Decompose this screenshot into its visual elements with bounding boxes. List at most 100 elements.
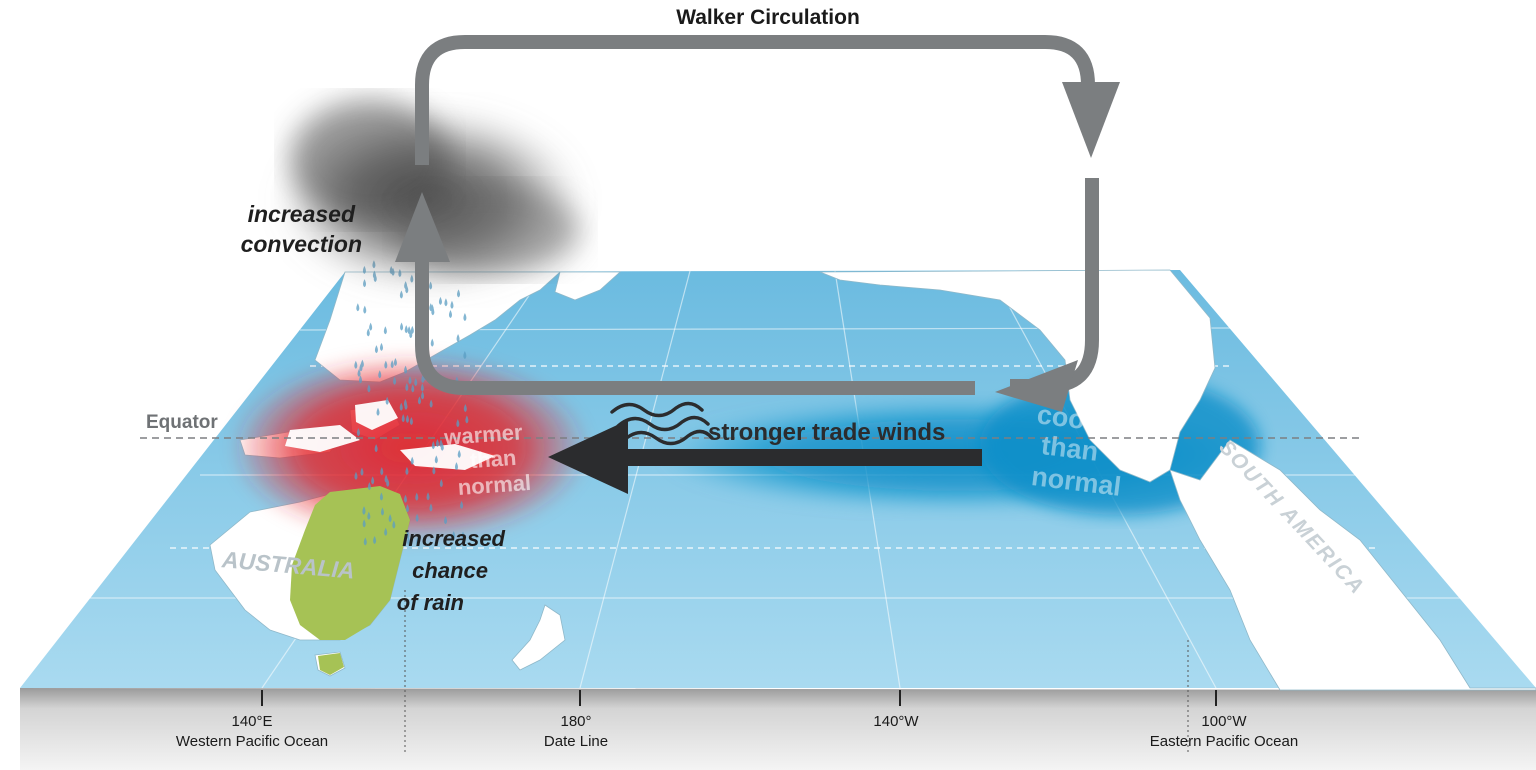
rain-drop bbox=[356, 303, 360, 312]
rain-drop bbox=[421, 391, 425, 400]
western-pacific-label: Western Pacific Ocean bbox=[176, 733, 328, 750]
rain-drop bbox=[390, 360, 394, 369]
longitude-axis: 140°E Western Pacific Ocean 180° Date Li… bbox=[176, 713, 1298, 750]
rain-drop bbox=[461, 531, 465, 540]
rain-drop bbox=[369, 322, 373, 331]
rain-drop bbox=[409, 417, 413, 426]
rain-drop bbox=[454, 462, 458, 471]
rain-drop bbox=[414, 378, 418, 387]
rain-drop bbox=[452, 531, 456, 540]
rain-drop bbox=[404, 325, 408, 334]
rain-drop bbox=[420, 383, 424, 392]
rain-drop bbox=[465, 415, 469, 424]
rain-drop bbox=[415, 492, 419, 501]
diagram-title: Walker Circulation bbox=[676, 6, 860, 29]
rain-drop bbox=[401, 414, 405, 423]
rain-drop bbox=[439, 439, 443, 448]
axis-ticks bbox=[261, 690, 1217, 706]
rain-drop bbox=[385, 396, 389, 405]
warmer-sea-surface-anomaly bbox=[230, 353, 590, 543]
rain-drop bbox=[378, 370, 382, 379]
rain-drop bbox=[405, 383, 409, 392]
rain-drop bbox=[354, 471, 358, 480]
date-line-label: Date Line bbox=[544, 733, 608, 750]
rain-drop bbox=[457, 289, 461, 298]
rain-drop bbox=[411, 384, 415, 393]
rain-drop bbox=[431, 307, 435, 316]
rain-drop bbox=[359, 363, 363, 372]
rising-arrowhead bbox=[395, 192, 450, 262]
warmer-than-normal-label: warmer than normal bbox=[442, 419, 531, 500]
rain-drop bbox=[367, 384, 371, 393]
rain-drop bbox=[376, 407, 380, 416]
rain-drop bbox=[417, 396, 421, 405]
tick-label-100w: 100°W bbox=[1201, 713, 1247, 730]
rain-drop bbox=[362, 519, 366, 528]
rain-drop bbox=[404, 365, 408, 374]
surface-return-arrowhead bbox=[995, 360, 1078, 412]
svg-text:increased: increased bbox=[402, 526, 505, 551]
rain-drop bbox=[456, 334, 460, 343]
rain-drop bbox=[407, 537, 411, 546]
rain-drop bbox=[407, 326, 411, 335]
trade-wind-arrow bbox=[548, 420, 982, 494]
rain-drop bbox=[444, 298, 448, 307]
rain-drop bbox=[363, 305, 367, 314]
rain-drop bbox=[450, 300, 454, 309]
convection-label: increased convection bbox=[241, 201, 362, 257]
rain-drop bbox=[380, 507, 384, 516]
rain-drop bbox=[393, 376, 397, 385]
rain-drop bbox=[405, 504, 409, 513]
rain-drop bbox=[456, 419, 460, 428]
svg-text:convection: convection bbox=[241, 231, 362, 257]
rain-drop bbox=[358, 375, 362, 384]
rain-drop bbox=[384, 360, 388, 369]
wind-waves-icon bbox=[610, 401, 714, 446]
rain-drop bbox=[384, 527, 388, 536]
rain-drop bbox=[388, 514, 392, 523]
rain-drop bbox=[374, 444, 378, 453]
rain-drop bbox=[367, 511, 371, 520]
rain-drop bbox=[367, 482, 371, 491]
rain-drop bbox=[379, 492, 383, 501]
rain-drop bbox=[448, 309, 452, 318]
rain-drop bbox=[354, 360, 358, 369]
rain-drop bbox=[431, 441, 435, 450]
rain-drop bbox=[403, 494, 407, 503]
svg-text:of rain: of rain bbox=[397, 590, 464, 615]
tick-label-140e: 140°E bbox=[231, 713, 272, 730]
rain-drop bbox=[410, 325, 414, 334]
rain-drop bbox=[371, 476, 375, 485]
eastern-pacific-label: Eastern Pacific Ocean bbox=[1150, 733, 1298, 750]
surface-flow bbox=[415, 255, 975, 395]
svg-text:warmer: warmer bbox=[442, 419, 523, 449]
trade-winds-label: stronger trade winds bbox=[708, 419, 945, 446]
rain-drop bbox=[463, 404, 467, 413]
rain-drop bbox=[366, 328, 370, 337]
rain-drop bbox=[444, 516, 448, 525]
rain-drop bbox=[403, 398, 407, 407]
rain-drop bbox=[410, 456, 414, 465]
svg-text:than: than bbox=[469, 445, 517, 473]
rain-drop bbox=[429, 399, 433, 408]
descending-arrowhead bbox=[1062, 82, 1120, 158]
rain-drop bbox=[408, 376, 412, 385]
rain-drop bbox=[438, 296, 442, 305]
rain-drop bbox=[374, 345, 378, 354]
rain-drop bbox=[362, 506, 366, 515]
rain-drop bbox=[432, 466, 436, 475]
rain-drop bbox=[393, 358, 397, 367]
rain-drop bbox=[429, 503, 433, 512]
rain-drop bbox=[392, 520, 396, 529]
rain-drop bbox=[380, 467, 384, 476]
rain-drop bbox=[429, 303, 433, 312]
rain-drop bbox=[363, 537, 367, 546]
rain-drop bbox=[434, 455, 438, 464]
rain-drop bbox=[379, 342, 383, 351]
rain-drop bbox=[463, 312, 467, 321]
upper-level-return-flow bbox=[415, 35, 1095, 165]
walker-circulation-loop bbox=[395, 35, 1120, 412]
rain-drop bbox=[357, 368, 361, 377]
svg-text:than: than bbox=[1040, 430, 1100, 467]
